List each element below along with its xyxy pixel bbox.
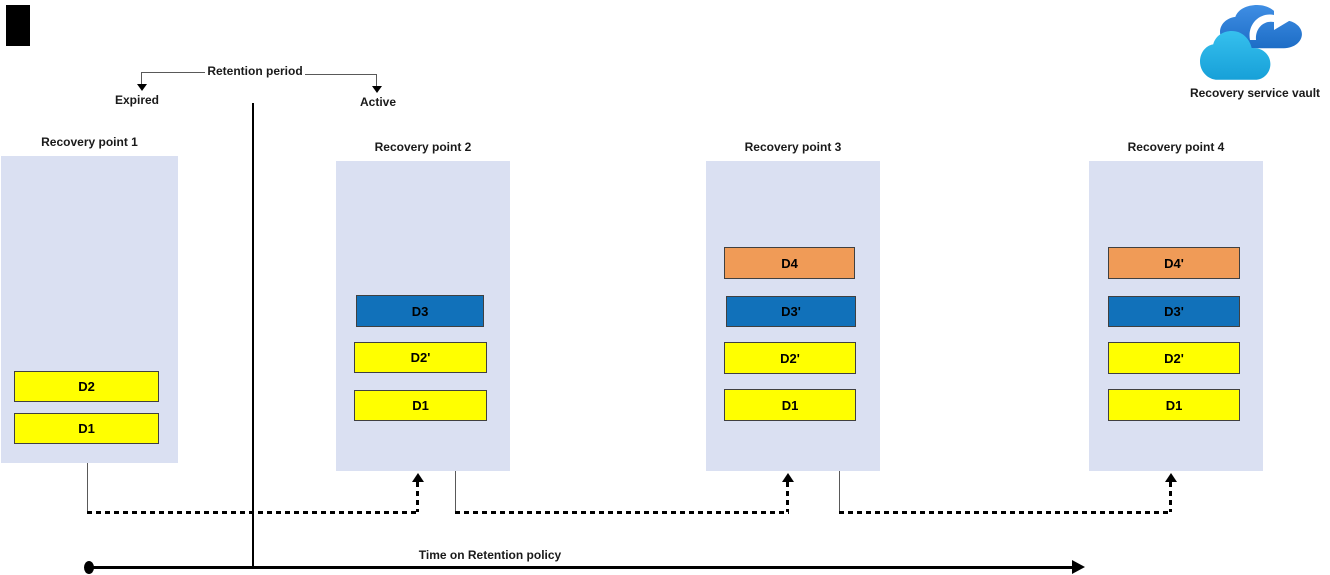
connector-from-box3	[839, 471, 840, 513]
data-block: D3'	[726, 296, 856, 327]
data-block-label: D2'	[780, 350, 800, 366]
bracket-left-line	[141, 72, 205, 73]
recovery-vault-icon	[1198, 2, 1310, 84]
top-left-black-rect	[6, 5, 30, 46]
bracket-left-stem	[141, 72, 142, 85]
data-block: D1	[724, 389, 856, 421]
recovery-vault-label: Recovery service vault	[1189, 86, 1321, 100]
data-block: D4	[724, 247, 855, 279]
connector-from-box1	[87, 463, 88, 513]
data-block: D1	[14, 413, 159, 444]
data-block: D3'	[1108, 296, 1240, 327]
recovery-point-title: Recovery point 3	[744, 140, 842, 154]
data-block: D2'	[724, 342, 856, 374]
data-block-label: D1	[1165, 397, 1183, 413]
data-block: D2'	[354, 342, 487, 373]
dashed-arrow-up-icon-3	[1165, 473, 1177, 482]
retention-divider-line	[252, 103, 254, 567]
dashed-transfer-line-3	[839, 511, 1172, 514]
data-block-label: D1	[412, 398, 429, 413]
data-block: D2	[14, 371, 159, 402]
dashed-transfer-line-1	[87, 511, 419, 514]
timeline-axis	[88, 566, 1073, 569]
bracket-right-line	[305, 74, 377, 75]
data-block-label: D1	[78, 421, 95, 436]
data-block: D3	[356, 295, 484, 327]
retention-period-label: Retention period	[207, 64, 303, 78]
data-block-label: D2'	[410, 350, 431, 365]
recovery-point-box-2: Recovery point 2 D3 D2' D1	[336, 140, 510, 471]
data-block-label: D4	[781, 255, 798, 271]
recovery-point-title: Recovery point 2	[374, 140, 472, 154]
recovery-point-box-1: Recovery point 1 D2 D1	[1, 135, 178, 463]
dashed-arrow-stem-1	[416, 482, 419, 512]
bracket-right-stem	[376, 74, 377, 87]
recovery-point-box-3: Recovery point 3 D4 D3' D2' D1	[706, 140, 880, 471]
expired-label: Expired	[115, 93, 160, 107]
active-label: Active	[360, 95, 397, 109]
bracket-left-arrow-icon	[137, 84, 147, 91]
dashed-arrow-stem-2	[786, 482, 789, 512]
data-block-label: D4'	[1164, 255, 1184, 271]
data-block-label: D3'	[1164, 304, 1184, 319]
data-block-label: D2'	[1164, 350, 1184, 366]
data-block-label: D3	[411, 303, 429, 319]
dashed-transfer-line-2	[455, 511, 789, 514]
data-block-label: D3'	[781, 304, 801, 319]
bracket-right-arrow-icon	[372, 86, 382, 93]
data-block: D4'	[1108, 247, 1240, 279]
dashed-arrow-up-icon-1	[412, 473, 424, 482]
recovery-point-title: Recovery point 1	[41, 135, 138, 149]
dashed-arrow-stem-3	[1169, 482, 1172, 512]
data-block: D2'	[1108, 342, 1240, 374]
connector-from-box2	[455, 471, 456, 513]
timeline-label: Time on Retention policy	[418, 548, 562, 562]
recovery-point-box-4: Recovery point 4 D4' D3' D2' D1	[1089, 140, 1263, 471]
data-block-label: D2	[78, 379, 95, 394]
recovery-point-title: Recovery point 4	[1127, 140, 1225, 154]
data-block: D1	[1108, 389, 1240, 421]
data-block: D1	[354, 390, 487, 421]
data-block-label: D1	[781, 397, 799, 413]
dashed-arrow-up-icon-2	[782, 473, 794, 482]
timeline-arrow-icon	[1072, 560, 1085, 574]
